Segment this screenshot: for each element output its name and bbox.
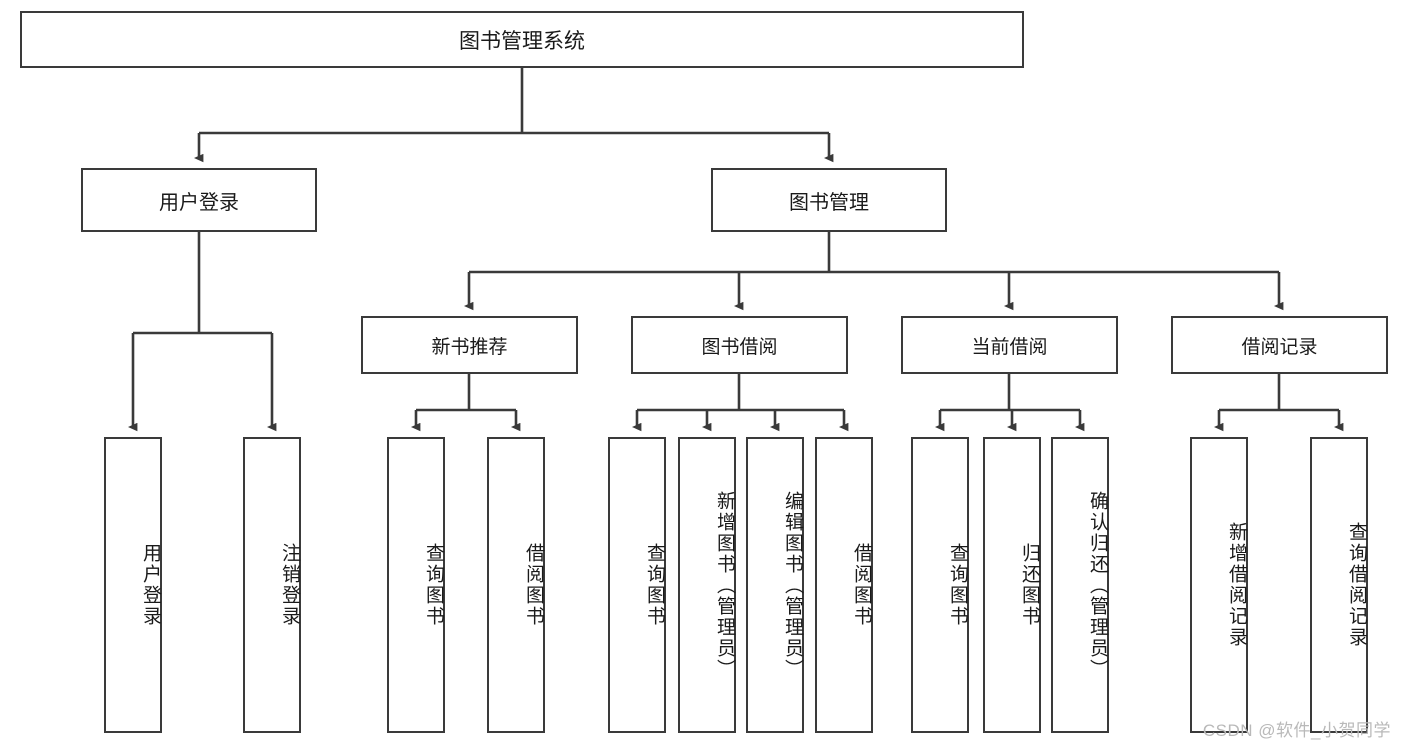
node-leaf-query-book-1-label: 查询图书 xyxy=(423,543,444,627)
node-current-borrow-label: 当前借阅 xyxy=(971,336,1048,358)
node-leaf-add-book[interactable]: 新增图书（管理员） xyxy=(678,437,736,733)
node-leaf-query-record[interactable]: 查询借阅记录 xyxy=(1310,437,1368,733)
node-leaf-edit-book-label: 编辑图书（管理员） xyxy=(782,490,803,680)
node-leaf-query-book-1[interactable]: 查询图书 xyxy=(387,437,445,733)
node-root-label: 图书管理系统 xyxy=(459,29,585,53)
node-root[interactable]: 图书管理系统 xyxy=(20,11,1024,68)
node-leaf-confirm-return-label: 确认归还（管理员） xyxy=(1087,490,1108,680)
node-leaf-borrow-book-2-label: 借阅图书 xyxy=(851,543,872,627)
node-leaf-query-book-2-label: 查询图书 xyxy=(644,543,665,627)
node-leaf-add-record[interactable]: 新增借阅记录 xyxy=(1190,437,1248,733)
node-leaf-user-login[interactable]: 用户登录 xyxy=(104,437,162,733)
csdn-watermark: CSDN @软件_小贺同学 xyxy=(1202,721,1391,740)
node-borrow-record[interactable]: 借阅记录 xyxy=(1171,316,1388,374)
node-leaf-return-book[interactable]: 归还图书 xyxy=(983,437,1041,733)
node-book-borrow-label: 图书借阅 xyxy=(701,336,778,358)
node-leaf-borrow-book-1-label: 借阅图书 xyxy=(523,543,544,627)
node-leaf-borrow-book-1[interactable]: 借阅图书 xyxy=(487,437,545,733)
node-leaf-return-book-label: 归还图书 xyxy=(1019,543,1040,627)
node-book-borrow[interactable]: 图书借阅 xyxy=(631,316,848,374)
node-user-login-label: 用户登录 xyxy=(159,191,239,214)
node-new-book-rec-label: 新书推荐 xyxy=(431,336,508,358)
node-leaf-logout[interactable]: 注销登录 xyxy=(243,437,301,733)
node-borrow-record-label: 借阅记录 xyxy=(1241,336,1318,358)
node-leaf-borrow-book-2[interactable]: 借阅图书 xyxy=(815,437,873,733)
node-leaf-edit-book[interactable]: 编辑图书（管理员） xyxy=(746,437,804,733)
node-leaf-query-record-label: 查询借阅记录 xyxy=(1346,522,1367,648)
node-leaf-query-book-3-label: 查询图书 xyxy=(947,543,968,627)
node-leaf-confirm-return[interactable]: 确认归还（管理员） xyxy=(1051,437,1109,733)
node-leaf-add-record-label: 新增借阅记录 xyxy=(1226,522,1247,648)
node-user-login[interactable]: 用户登录 xyxy=(81,168,317,232)
node-current-borrow[interactable]: 当前借阅 xyxy=(901,316,1118,374)
node-leaf-user-login-label: 用户登录 xyxy=(140,543,161,627)
node-new-book-rec[interactable]: 新书推荐 xyxy=(361,316,578,374)
node-leaf-query-book-2[interactable]: 查询图书 xyxy=(608,437,666,733)
node-book-manage-label: 图书管理 xyxy=(789,191,869,214)
node-leaf-add-book-label: 新增图书（管理员） xyxy=(714,490,735,680)
node-leaf-query-book-3[interactable]: 查询图书 xyxy=(911,437,969,733)
node-leaf-logout-label: 注销登录 xyxy=(279,543,300,627)
node-book-manage[interactable]: 图书管理 xyxy=(711,168,947,232)
